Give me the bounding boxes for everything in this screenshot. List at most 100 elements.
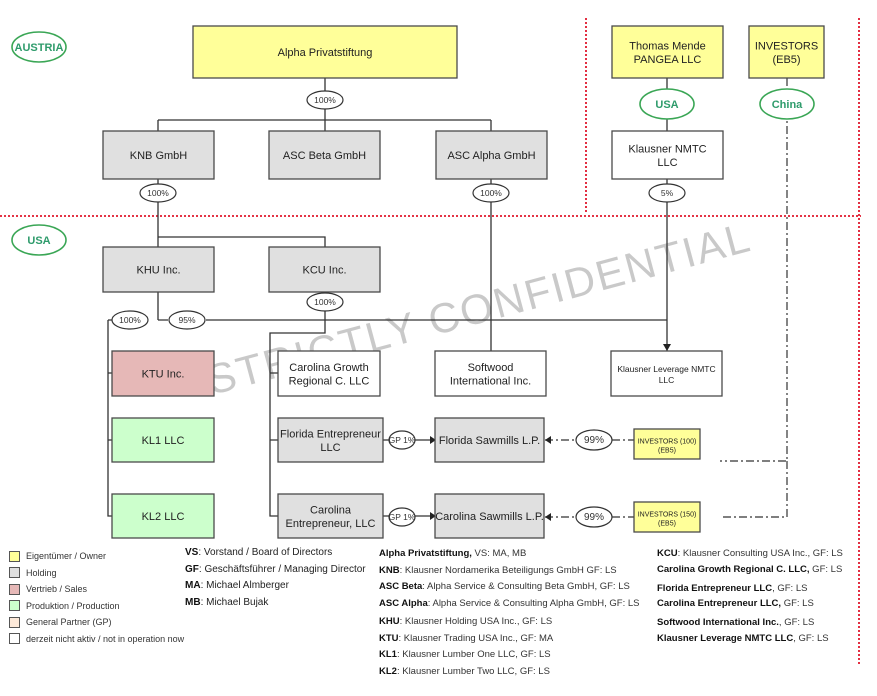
note-key: Carolina Entrepreneur LLC,: [657, 598, 782, 609]
entity-klausner-nmtc: Klausner NMTC LLC: [611, 130, 724, 180]
abbreviation-item: MB: Michael Bujak: [185, 597, 366, 614]
entity-label: ASC Beta GmbH: [283, 150, 366, 162]
note-value: : Geschäftsführer / Managing Director: [198, 563, 366, 575]
country-label: AUSTRIA: [15, 42, 64, 54]
legend-label: Produktion / Production: [26, 600, 120, 611]
note-value: , GF: LS: [793, 632, 829, 644]
ownership-florida-gp: GP 1%: [388, 430, 416, 450]
entity-carolina-sawmills: Carolina Sawmills L.P.: [434, 493, 545, 539]
entity-label: (EB5): [658, 448, 676, 455]
entity-label: KL1 LLC: [142, 435, 185, 447]
entity-note: ASC Alpha: Alpha Service & Consulting Al…: [379, 598, 639, 609]
abbreviation-item: MA: Michael Almberger: [185, 580, 366, 597]
note-key: KHU: [379, 616, 400, 627]
entity-box: [434, 493, 545, 539]
entity-note: KL2: Klausner Lumber Two LLC, GF: LS: [379, 666, 550, 677]
ownership-oval: [388, 430, 416, 450]
entity-label: Thomas Mende: [629, 40, 705, 52]
entity-box: [102, 246, 215, 293]
entity-label: Entrepreneur, LLC: [286, 518, 376, 530]
note-key: KL1: [379, 649, 397, 660]
entity-label: KNB GmbH: [130, 150, 188, 162]
entity-label: KCU Inc.: [302, 265, 346, 277]
note-key: GF: [185, 563, 199, 575]
note-key: ASC Alpha: [379, 598, 428, 609]
ownership-investors150-lp: 99%: [575, 506, 613, 528]
note-key: ASC Beta: [379, 581, 423, 592]
entity-alpha-privatstiftung: Alpha Privatstiftung: [192, 25, 458, 79]
entity-label: KTU Inc.: [142, 369, 185, 381]
entity-khu: KHU Inc.: [102, 246, 215, 293]
entity-note: KTU: Klausner Trading USA Inc., GF: MA: [379, 633, 553, 644]
entity-box: [192, 25, 458, 79]
entity-note: KHU: Klausner Holding USA Inc., GF: LS: [379, 616, 552, 627]
ownership-label: 100%: [147, 188, 169, 198]
entity-note: Florida Entrepreneur LLC, GF: LS: [657, 583, 807, 594]
abbreviation-item: GF: Geschäftsführer / Managing Director: [185, 564, 366, 581]
ownership-khu-to-leverage: 95%: [168, 310, 206, 330]
note-value: : Klausner Trading USA Inc., GF: MA: [398, 632, 554, 644]
entity-label: Florida Sawmills L.P.: [439, 435, 540, 447]
note-key: VS: [185, 547, 199, 558]
ownership-oval: [306, 292, 344, 312]
entity-label: LLC: [657, 157, 677, 169]
ownership-knb-to-usa: 100%: [139, 183, 177, 203]
legend-label: Eigentümer / Owner: [26, 551, 107, 562]
ownership-oval: [111, 310, 149, 330]
country-usa-owner: USA: [639, 88, 695, 120]
entity-box: [611, 25, 724, 79]
region-borders: [0, 18, 861, 665]
note-value: : Klausner Nordamerika Beteiligungs GmbH…: [399, 564, 617, 576]
entity-label: Carolina Sawmills L.P.: [435, 511, 544, 523]
entity-note: Softwood International Inc., GF: LS: [657, 617, 814, 628]
entity-note: Carolina Growth Regional C. LLC, GF: LS: [657, 564, 842, 575]
entity-label: INVESTORS (100): [638, 439, 697, 446]
note-key: Klausner Leverage NMTC LLC: [657, 632, 794, 644]
entity-label: KHU Inc.: [136, 265, 180, 277]
legend-item-gp: General Partner (GP): [9, 614, 184, 631]
note-key: Florida Entrepreneur LLC: [657, 583, 773, 594]
ownership-alpha-to-subs: 100%: [306, 90, 344, 110]
ownership-nmtc-to-leverage: 5%: [648, 183, 686, 203]
legend-item-inactive: derzeit nicht aktiv / not in operation n…: [9, 631, 184, 648]
entity-label: INVESTORS: [755, 40, 818, 52]
entity-label: PANGEA LLC: [634, 54, 702, 66]
note-value: : Klausner Lumber Two LLC, GF: LS: [396, 666, 550, 677]
note-key: KCU: [657, 548, 678, 559]
note-key: KNB: [379, 564, 400, 576]
country-label: USA: [27, 235, 50, 247]
ownership-label: 99%: [584, 512, 604, 523]
country-label: USA: [655, 99, 678, 111]
ownership-label: GP 1%: [389, 512, 416, 522]
entity-knb: KNB GmbH: [102, 130, 215, 180]
ownership-ovals: 100%100%100%5%100%95%100%GP 1%GP 1%99%99…: [111, 90, 686, 528]
note-key: MA: [185, 580, 201, 591]
legend-label: derzeit nicht aktiv / not in operation n…: [26, 633, 185, 644]
entity-box: [277, 350, 381, 397]
ownership-label: GP 1%: [389, 435, 416, 445]
entity-box: [111, 417, 215, 463]
entity-label: Carolina: [310, 504, 352, 516]
entity-box: [111, 493, 215, 539]
note-value: : Michael Almberger: [200, 580, 289, 591]
entity-box: [434, 350, 547, 397]
note-key: Softwood International Inc.: [657, 616, 779, 628]
note-key: KL2: [379, 666, 397, 677]
ownership-oval: [139, 183, 177, 203]
entity-label: (EB5): [658, 521, 676, 528]
legend-swatch: [9, 633, 20, 645]
entity-label: Klausner Leverage NMTC: [617, 364, 715, 374]
note-value: : Klausner Holding USA Inc., GF: LS: [399, 616, 553, 627]
entity-label: Klausner NMTC: [628, 143, 706, 155]
entity-box: [102, 130, 215, 180]
country-oval: [639, 88, 695, 120]
entity-box: [633, 428, 701, 460]
entity-box: [111, 350, 215, 397]
ownership-investors100-lp: 99%: [575, 429, 613, 451]
entity-ktu: KTU Inc.: [111, 350, 215, 397]
